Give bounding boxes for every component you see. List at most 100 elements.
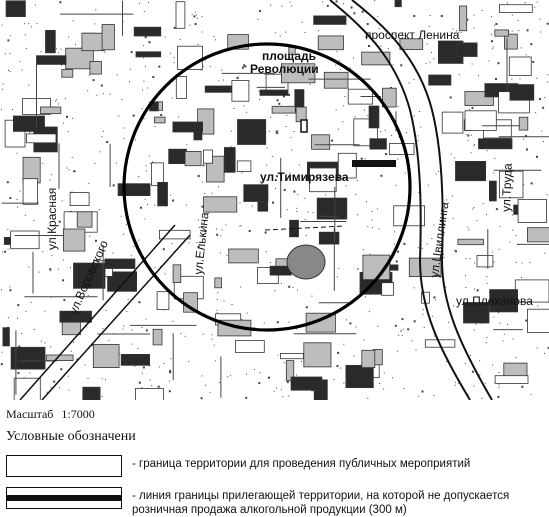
speckle: [494, 158, 495, 159]
legend-item-public-events-area: - граница территории для проведения публ…: [6, 455, 546, 479]
speckle: [336, 0, 338, 2]
speckle: [487, 150, 488, 151]
speckle: [72, 118, 73, 119]
speckle: [370, 254, 371, 255]
speckle: [100, 151, 101, 152]
speckle: [306, 306, 308, 308]
speckle: [516, 235, 517, 236]
speckle: [31, 302, 32, 303]
speckle: [280, 36, 281, 37]
speckle: [195, 12, 196, 13]
speckle: [3, 84, 4, 85]
building: [203, 150, 212, 163]
speckle: [452, 195, 453, 196]
speckle: [61, 49, 62, 50]
speckle: [20, 61, 21, 62]
building: [11, 231, 39, 249]
speckle: [133, 246, 134, 247]
speckle: [39, 272, 40, 273]
speckle: [470, 355, 471, 356]
speckle: [106, 310, 107, 311]
speckle: [327, 5, 329, 7]
speckle: [40, 51, 41, 52]
speckle: [543, 141, 544, 142]
scale-value: 1:7000: [61, 407, 94, 421]
speckle: [413, 79, 414, 80]
building: [442, 112, 463, 133]
speckle: [307, 212, 308, 213]
speckle: [152, 162, 153, 163]
speckle: [278, 103, 280, 105]
legend-text: - линия границы прилегающей территории, …: [132, 489, 548, 517]
building: [158, 182, 168, 206]
building: [312, 135, 330, 150]
speckle: [291, 149, 292, 150]
speckle: [427, 243, 428, 244]
speckle: [42, 251, 43, 252]
speckle: [110, 94, 111, 95]
building: [528, 309, 549, 332]
building: [66, 48, 94, 69]
speckle: [30, 373, 31, 374]
legend-title: Условные обозначени: [6, 429, 136, 445]
speckle: [49, 180, 50, 181]
speckle: [55, 101, 56, 102]
speckle: [493, 172, 494, 173]
monument-marker: [301, 120, 307, 132]
speckle: [277, 99, 279, 101]
building: [185, 151, 201, 165]
speckle: [254, 369, 255, 370]
speckle: [28, 267, 29, 268]
speckle: [242, 67, 244, 69]
speckle: [495, 23, 497, 25]
speckle: [154, 205, 155, 206]
speckle: [1, 363, 3, 365]
building: [26, 134, 56, 143]
speckle: [297, 290, 298, 291]
speckle: [195, 23, 197, 25]
speckle: [272, 202, 274, 204]
speckle: [511, 79, 512, 80]
speckle: [455, 250, 457, 252]
speckle: [122, 99, 123, 100]
speckle: [537, 306, 538, 307]
speckle: [89, 75, 90, 76]
speckle: [485, 383, 486, 384]
building: [6, 1, 25, 17]
speckle: [270, 5, 271, 6]
speckle: [268, 377, 270, 379]
speckle: [94, 163, 95, 164]
building: [121, 354, 149, 365]
speckle: [180, 39, 181, 40]
speckle: [214, 36, 215, 37]
speckle: [71, 351, 72, 352]
speckle: [240, 287, 241, 288]
speckle: [232, 304, 233, 305]
building: [41, 107, 61, 114]
building: [136, 52, 161, 57]
speckle: [418, 140, 419, 141]
speckle: [502, 340, 503, 341]
speckle: [216, 229, 217, 230]
speckle: [398, 335, 399, 336]
speckle: [172, 321, 173, 322]
speckle: [383, 389, 384, 390]
speckle: [342, 121, 343, 122]
speckle: [379, 383, 380, 384]
speckle: [42, 163, 43, 164]
speckle: [104, 52, 105, 53]
speckle: [102, 378, 103, 379]
speckle: [367, 398, 368, 399]
speckle: [58, 52, 59, 53]
speckle: [337, 51, 338, 52]
building: [479, 139, 513, 149]
speckle: [65, 98, 66, 99]
speckle: [149, 41, 151, 43]
speckle: [116, 163, 117, 164]
speckle: [259, 91, 260, 92]
speckle: [139, 240, 140, 241]
speckle: [192, 14, 193, 15]
speckle: [210, 66, 211, 67]
speckle: [340, 69, 341, 70]
building: [232, 80, 249, 101]
